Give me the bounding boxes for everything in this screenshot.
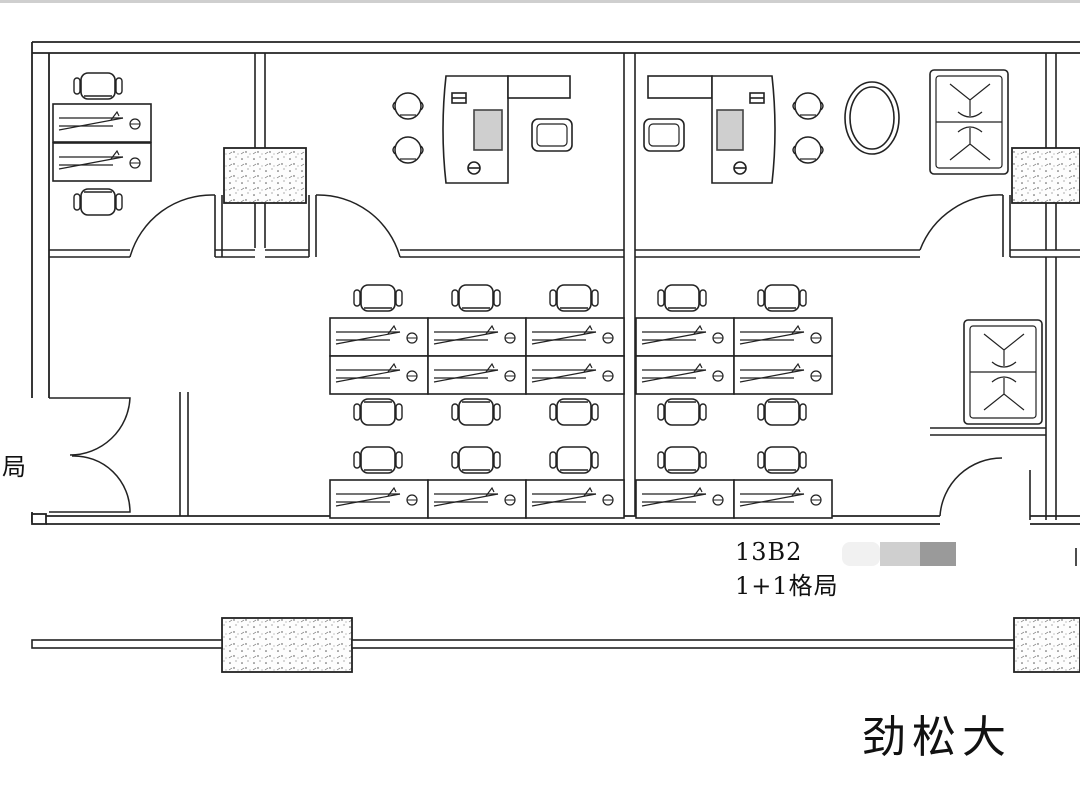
columns: [221, 147, 1080, 673]
top-edge-band: [0, 0, 1080, 3]
partitions: [49, 53, 1080, 520]
unit-code-label: 13B2: [735, 538, 802, 566]
left-unit-label: 局: [2, 453, 26, 481]
sofa-top-right: [929, 69, 1009, 175]
unit-layout-label: 1+1格局: [735, 572, 839, 600]
building-name: 劲松大: [862, 712, 1012, 763]
workstations: [329, 284, 833, 519]
walls: [31, 41, 1080, 525]
door-swings: [49, 194, 1004, 517]
watermark-blocks: [842, 542, 956, 566]
manager-office-left: [392, 75, 573, 184]
sofa-right: [963, 319, 1043, 425]
manager-office-right: [643, 75, 900, 184]
corridor-wall: [31, 639, 1015, 649]
small-room-furniture: [52, 72, 152, 216]
